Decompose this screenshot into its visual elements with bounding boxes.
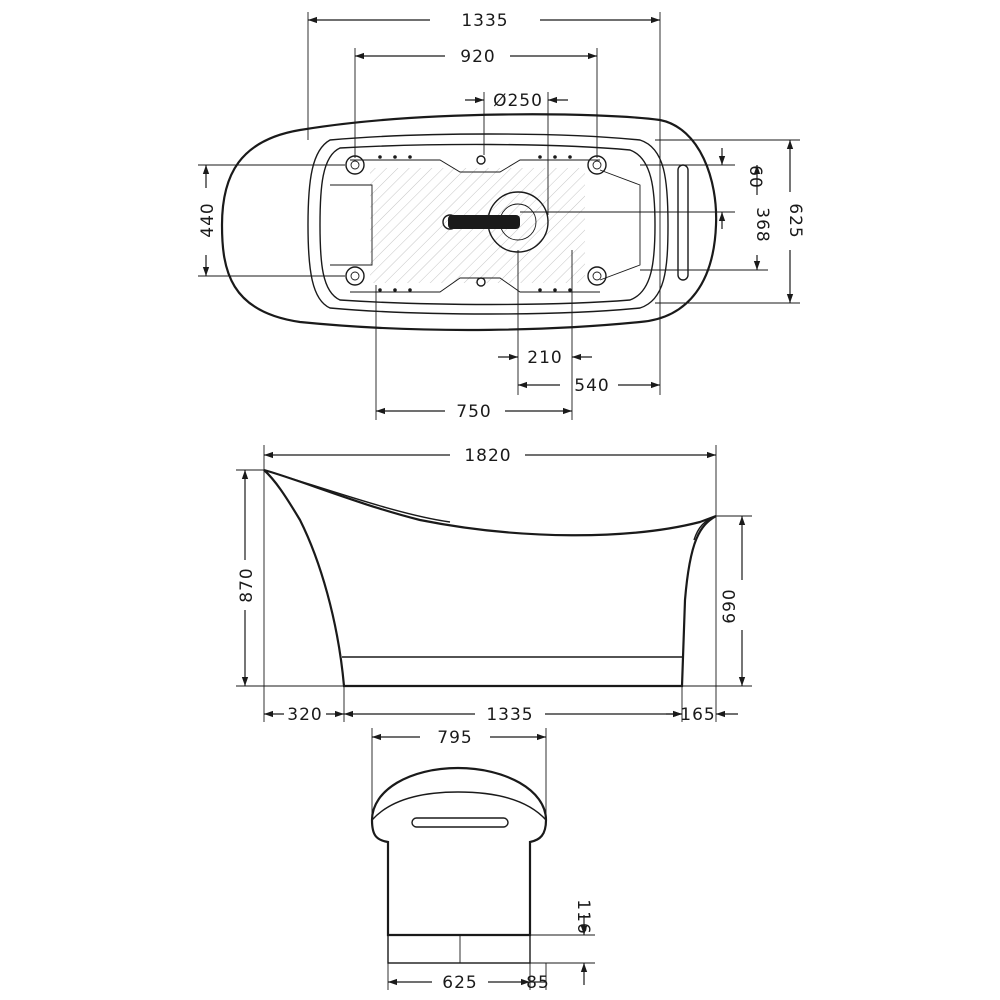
foot-bottom-left-inner (350, 271, 360, 281)
tub-end-overflow (411, 817, 509, 828)
dim-mid-offset: 368 (752, 207, 772, 242)
dim-max-height: 870 (237, 567, 257, 602)
tub-end-plinth (387, 934, 531, 964)
tub-outer-rim (220, 113, 718, 332)
foot-bottom-right (587, 266, 607, 286)
end-extension-lines (371, 728, 595, 990)
frame-cross-right (599, 169, 641, 281)
tub-end-profile (370, 766, 548, 937)
tub-side-end-lip (693, 515, 717, 541)
tub-basin (319, 143, 656, 306)
side-extension-lines (236, 445, 752, 722)
dim-inner-width: 440 (198, 202, 218, 237)
side-view: 1820 870 690 320 1335 165 (236, 445, 752, 725)
dim-drain-to-foot: 750 (456, 402, 491, 422)
dim-overall-length: 1335 (461, 11, 508, 31)
end-view: 795 116 625 85 (370, 728, 595, 993)
foot-top-right-inner (592, 160, 602, 170)
drain-pipe (448, 215, 520, 229)
dim-drain-diameter: Ø250 (493, 91, 543, 111)
dim-end-width: 795 (437, 728, 472, 748)
top-view: 1335 920 Ø250 440 60 368 625 210 540 750 (198, 11, 805, 422)
dim-overall-width: 625 (785, 203, 805, 238)
foot-top-right (587, 155, 607, 175)
dim-base-offset: 85 (526, 973, 550, 993)
tub-inner-rim (307, 133, 669, 315)
foot-top-left-inner (350, 160, 360, 170)
dim-drain-span: 210 (527, 348, 562, 368)
dim-foot-overhang: 165 (680, 705, 715, 725)
tub-end-rim (371, 791, 547, 821)
foot-bottom-left (345, 266, 365, 286)
dim-end-height: 690 (720, 588, 740, 623)
tub-side-rim-inner (263, 469, 451, 523)
dim-base-length: 1335 (486, 705, 533, 725)
mount-top (476, 155, 486, 165)
dim-total-length: 1820 (464, 446, 511, 466)
frame-rail-top (350, 159, 600, 173)
dim-plinth-height: 116 (573, 899, 593, 934)
foot-bottom-right-inner (592, 271, 602, 281)
dim-drain-to-end: 540 (574, 376, 609, 396)
dim-feet-spacing: 920 (460, 47, 495, 67)
foot-top-left (345, 155, 365, 175)
drain-cap (442, 214, 458, 230)
tub-side-profile (263, 468, 717, 688)
overflow-slot (677, 164, 689, 281)
frame-cross-left (330, 184, 373, 266)
dim-base-width: 625 (442, 973, 477, 993)
rim-bolts (378, 155, 572, 292)
dim-edge-offset: 60 (745, 165, 765, 189)
top-extension-lines (198, 12, 800, 420)
dim-head-overhang: 320 (287, 705, 322, 725)
mount-bottom (476, 277, 486, 287)
